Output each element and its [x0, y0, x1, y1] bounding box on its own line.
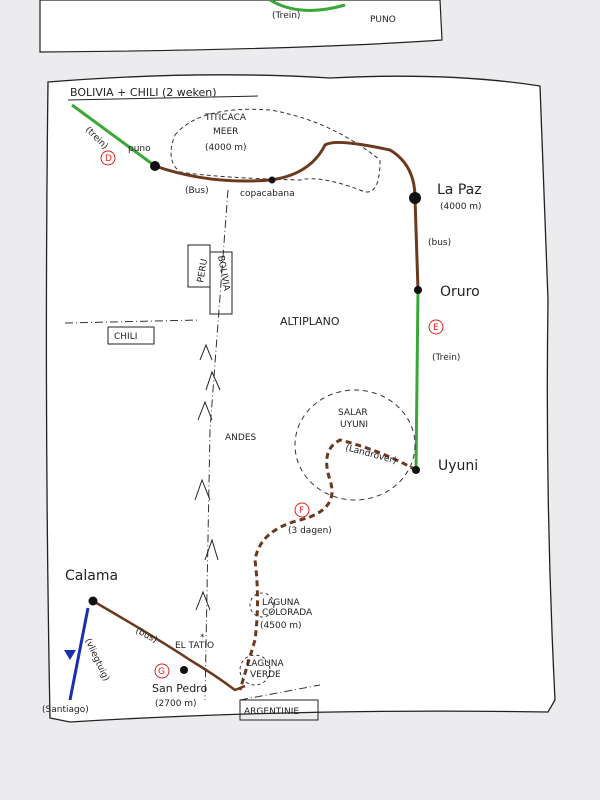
city-dot-sanpedro — [180, 666, 188, 674]
laguna-colorada-label-1: LAGUNA — [262, 598, 301, 608]
border-line-chili — [64, 319, 201, 324]
title-underline — [67, 95, 259, 101]
city-dot-uyuni — [412, 466, 420, 474]
fragment-puno-label: PUNO — [370, 15, 396, 25]
landrover-route — [238, 438, 417, 691]
marker-e: E — [428, 319, 444, 335]
duration-label: (3 dagen) — [288, 526, 332, 536]
lapaz-label: La Paz — [437, 182, 482, 198]
bus-route-calama-sanpedro — [92, 599, 246, 692]
city-dot-puno — [150, 161, 160, 171]
svg-text:D: D — [105, 154, 112, 164]
oruro-label: Oruro — [440, 284, 480, 300]
city-dot-oruro — [414, 286, 422, 294]
chili-label: CHILI — [114, 332, 137, 342]
laguna-verde-label-1: LAGUNA — [246, 659, 285, 669]
previous-map-fragment — [39, 0, 443, 53]
lapaz-altitude: (4000 m) — [440, 202, 482, 212]
laguna-verde-label-2: VERDE — [250, 670, 281, 680]
laguna-colorada-altitude: (4500 m) — [260, 621, 302, 631]
calama-label: Calama — [65, 568, 118, 584]
map-title: BOLIVIA + CHILI (2 weken) — [70, 86, 217, 99]
train-route-fragment — [269, 0, 346, 12]
peru-label: PERU — [196, 258, 210, 283]
altiplano-label: ALTIPLANO — [280, 315, 340, 328]
copacabana-label: copacabana — [240, 189, 295, 199]
argentinie-label: ARGENTINIE — [244, 707, 299, 717]
fragment-trein-label: (Trein) — [272, 11, 300, 21]
marker-g: G — [154, 663, 170, 679]
salar-label-1: SALAR — [338, 408, 368, 418]
svg-text:G: G — [158, 667, 165, 677]
transport-trein-label-2: (Trein) — [432, 353, 460, 363]
lake-name-1: TITICACA — [204, 113, 247, 123]
uyuni-label: Uyuni — [438, 458, 478, 474]
train-route-puno — [71, 103, 156, 168]
city-dot-lapaz — [409, 192, 421, 204]
marker-d: D — [100, 150, 116, 166]
city-dot-calama — [88, 596, 98, 606]
bus-route-puno-lapaz-oruro — [154, 140, 420, 291]
santiago-label: (Santiago) — [42, 705, 89, 715]
train-route-oruro-uyuni — [414, 289, 420, 471]
argentinie-label-box: ARGENTINIE — [239, 699, 319, 721]
laguna-colorada-outline — [249, 592, 275, 618]
salar-label-2: UYUNI — [340, 420, 368, 430]
map-paper — [45, 74, 556, 723]
marker-f: F — [294, 502, 310, 518]
border-line-argentina — [239, 684, 321, 701]
lake-name-2: MEER — [213, 127, 238, 137]
sanpedro-altitude: (2700 m) — [155, 699, 197, 709]
svg-text:F: F — [299, 506, 304, 516]
sanpedro-label: San Pedro — [152, 682, 207, 695]
city-dot-copacabana — [268, 176, 276, 184]
transport-bus-label: (Bus) — [185, 186, 209, 196]
puno-label: puno — [128, 144, 151, 154]
andes-mountains-icon — [194, 343, 221, 611]
andes-label: ANDES — [225, 433, 257, 443]
chili-label-box: CHILI — [107, 326, 155, 345]
salar-uyuni-outline — [294, 389, 416, 501]
laguna-colorada-label-2: COLORADA — [262, 608, 313, 618]
lake-altitude: (4000 m) — [205, 143, 247, 153]
border-line-vertical — [204, 189, 229, 701]
flight-arrow-icon — [64, 650, 76, 660]
svg-text:E: E — [433, 323, 439, 333]
flight-route — [68, 607, 90, 701]
el-tatio-label: EL TATIO — [175, 641, 214, 651]
laguna-verde-outline — [239, 654, 271, 686]
geyser-star-icon: * — [200, 633, 205, 643]
transport-bus-label-2: (bus) — [428, 238, 451, 248]
